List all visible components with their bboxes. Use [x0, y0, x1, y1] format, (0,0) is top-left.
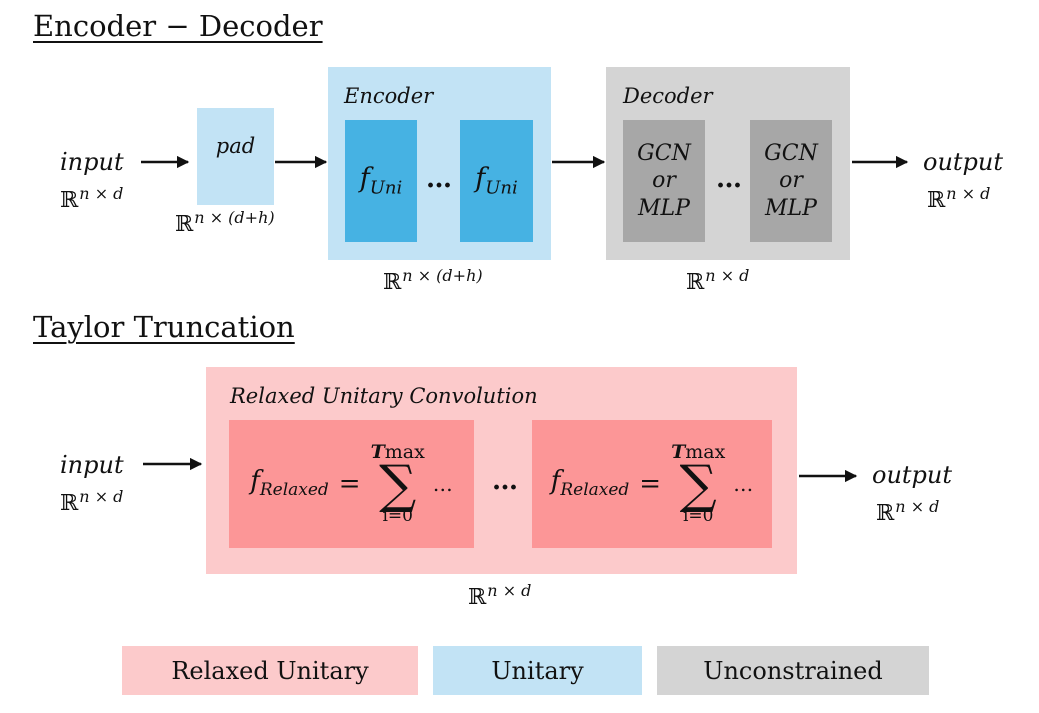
encoder-dim: ℝn × (d+h): [383, 266, 483, 295]
pad-dim: ℝn × (d+h): [175, 208, 275, 237]
encdec-output-label: output: [923, 148, 1004, 176]
encdec-input-label: input: [60, 148, 124, 176]
trail-2: …: [733, 472, 754, 496]
pad-label: pad: [215, 134, 256, 158]
taylor-input-dim: ℝn × d: [60, 487, 124, 516]
f-relaxed-1: fRelaxed: [250, 466, 329, 501]
section-title-taylor-truncation: Taylor Truncation: [33, 310, 295, 344]
relaxed-block-2: fRelaxed = Tmax ∑ i=0 …: [532, 420, 772, 548]
decoder-dim: ℝn × d: [686, 266, 750, 295]
encdec-output-dim: ℝn × d: [927, 184, 991, 213]
decoder-ellipsis: …: [716, 164, 742, 194]
trail-1: …: [432, 472, 453, 496]
encoder-label: Encoder: [344, 84, 434, 108]
legend-unitary: Unitary: [433, 646, 642, 695]
relaxed-dim: ℝn × d: [468, 581, 532, 610]
decoder-block-2-line-3: MLP: [765, 195, 817, 221]
f-uni-1: fUni: [359, 162, 403, 199]
legend-unconstrained: Unconstrained: [657, 646, 929, 695]
pad-box: pad: [197, 108, 274, 205]
f-uni-2: fUni: [475, 162, 518, 199]
decoder-block-1: GCN or MLP: [623, 120, 705, 242]
legend-unconstrained-label: Unconstrained: [703, 656, 883, 685]
section-title-encoder-decoder: Encoder − Decoder: [33, 9, 323, 43]
taylor-output-label: output: [872, 461, 953, 489]
decoder-block-1-line-3: MLP: [638, 195, 690, 221]
relaxed-block-1: fRelaxed = Tmax ∑ i=0 …: [229, 420, 474, 548]
decoder-block-2: GCN or MLP: [750, 120, 832, 242]
equals-2: =: [639, 469, 662, 499]
encdec-input-dim: ℝn × d: [60, 184, 124, 213]
sum-1: Tmax ∑ i=0: [370, 440, 425, 527]
relaxed-container-label: Relaxed Unitary Convolution: [230, 384, 538, 408]
encoder-block-1: fUni: [345, 120, 417, 242]
legend-unitary-label: Unitary: [491, 656, 584, 685]
legend-relaxed-unitary: Relaxed Unitary: [122, 646, 418, 695]
encoder-ellipsis: …: [426, 164, 452, 194]
equals-1: =: [338, 469, 361, 499]
f-relaxed-2: fRelaxed: [550, 466, 630, 501]
decoder-block-2-line-2: or: [779, 168, 803, 194]
taylor-input-label: input: [60, 451, 124, 479]
decoder-block-2-line-1: GCN: [764, 140, 818, 166]
legend-relaxed-unitary-label: Relaxed Unitary: [171, 656, 369, 685]
sum-2: Tmax ∑ i=0: [671, 440, 726, 527]
decoder-block-1-line-1: GCN: [637, 140, 691, 166]
encoder-block-2: fUni: [460, 120, 533, 242]
decoder-block-1-line-2: or: [652, 168, 676, 194]
decoder-label: Decoder: [623, 84, 713, 108]
taylor-output-dim: ℝn × d: [876, 497, 940, 526]
taylor-ellipsis: …: [492, 466, 518, 496]
